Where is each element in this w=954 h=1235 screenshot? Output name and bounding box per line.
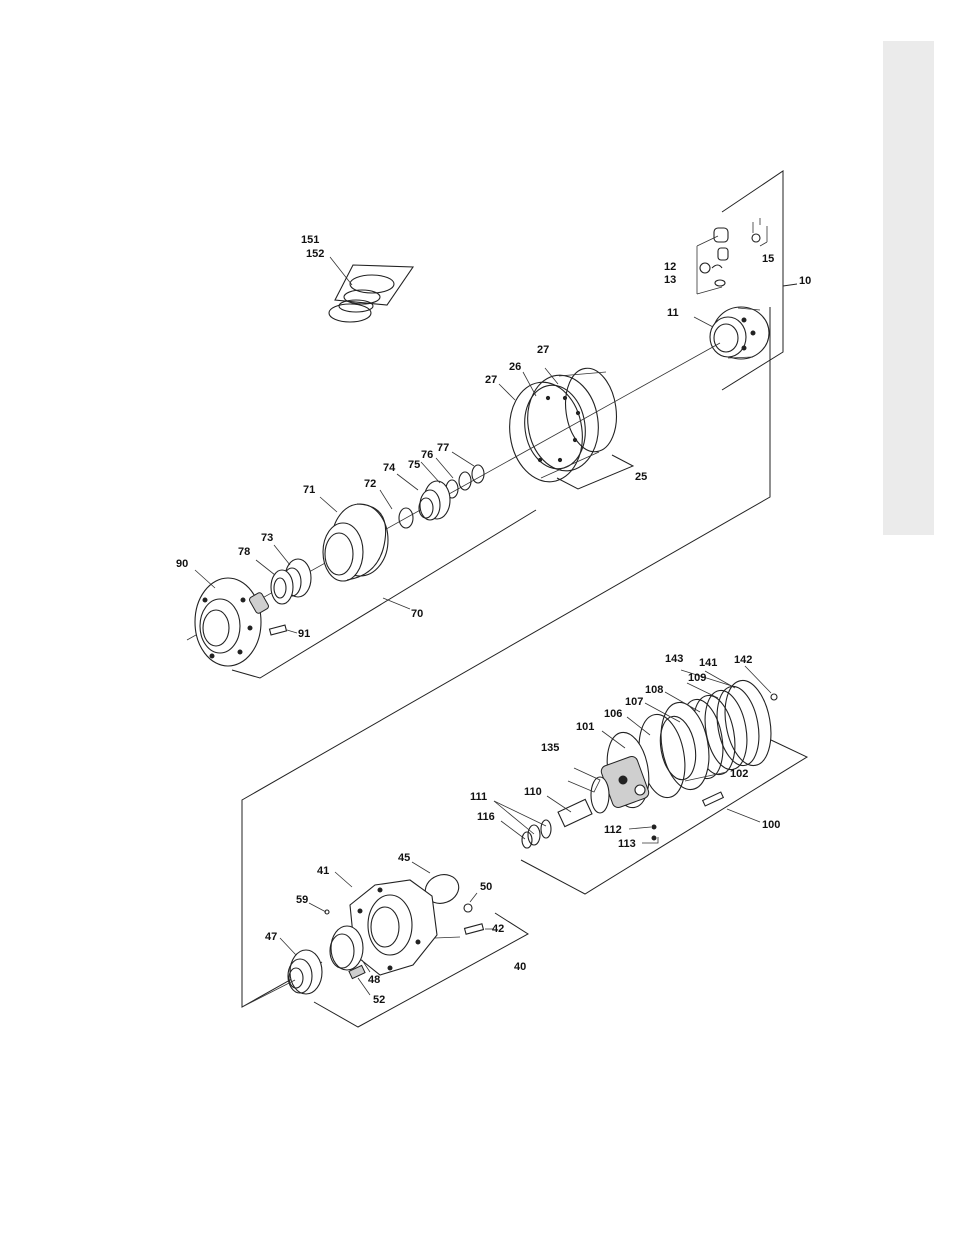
label-141: 141 [699, 657, 717, 669]
label-142: 142 [734, 654, 752, 666]
label-52: 52 [373, 994, 385, 1006]
label-106: 106 [604, 708, 622, 720]
label-107: 107 [625, 696, 643, 708]
label-72: 72 [364, 478, 376, 490]
label-10: 10 [799, 275, 811, 287]
label-78: 78 [238, 546, 250, 558]
assembly-100-planetary-stage [494, 666, 807, 894]
label-25: 25 [635, 471, 647, 483]
seal-kit-151-152 [329, 257, 413, 322]
label-45: 45 [398, 852, 410, 864]
label-91: 91 [298, 628, 310, 640]
label-47: 47 [265, 931, 277, 943]
assembly-25-housing-rings [499, 365, 633, 489]
label-111: 111 [470, 791, 487, 803]
label-48: 48 [368, 974, 380, 986]
label-12: 12 [664, 261, 676, 273]
assembly-link-lines [242, 307, 770, 1007]
label-13: 13 [664, 274, 676, 286]
label-59: 59 [296, 894, 308, 906]
label-40: 40 [514, 961, 526, 973]
label-109: 109 [688, 672, 706, 684]
label-76: 76 [421, 449, 433, 461]
label-42: 42 [492, 923, 504, 935]
label-112: 112 [604, 824, 622, 836]
label-75: 75 [408, 459, 420, 471]
label-27-bottom: 27 [485, 374, 497, 386]
label-26: 26 [509, 361, 521, 373]
label-113: 113 [618, 838, 636, 850]
label-70: 70 [411, 608, 423, 620]
label-151: 151 [301, 234, 319, 246]
assembly-70-bearing-cover [232, 452, 536, 678]
label-11: 11 [667, 307, 679, 319]
label-152: 152 [306, 248, 324, 260]
label-135: 135 [541, 742, 559, 754]
label-71: 71 [303, 484, 315, 496]
label-41: 41 [317, 865, 329, 877]
label-77: 77 [437, 442, 449, 454]
label-102: 102 [730, 768, 748, 780]
label-110: 110 [524, 786, 542, 798]
label-143: 143 [665, 653, 683, 665]
label-50: 50 [480, 881, 492, 893]
main-axis-line [187, 343, 720, 640]
label-108: 108 [645, 684, 663, 696]
label-27-top: 27 [537, 344, 549, 356]
label-100: 100 [762, 819, 780, 831]
label-15: 15 [762, 253, 774, 265]
label-90: 90 [176, 558, 188, 570]
label-116: 116 [477, 811, 495, 823]
label-74: 74 [383, 462, 396, 474]
label-73: 73 [261, 532, 273, 544]
label-101: 101 [576, 721, 594, 733]
parts-12-13-15 [697, 218, 767, 294]
